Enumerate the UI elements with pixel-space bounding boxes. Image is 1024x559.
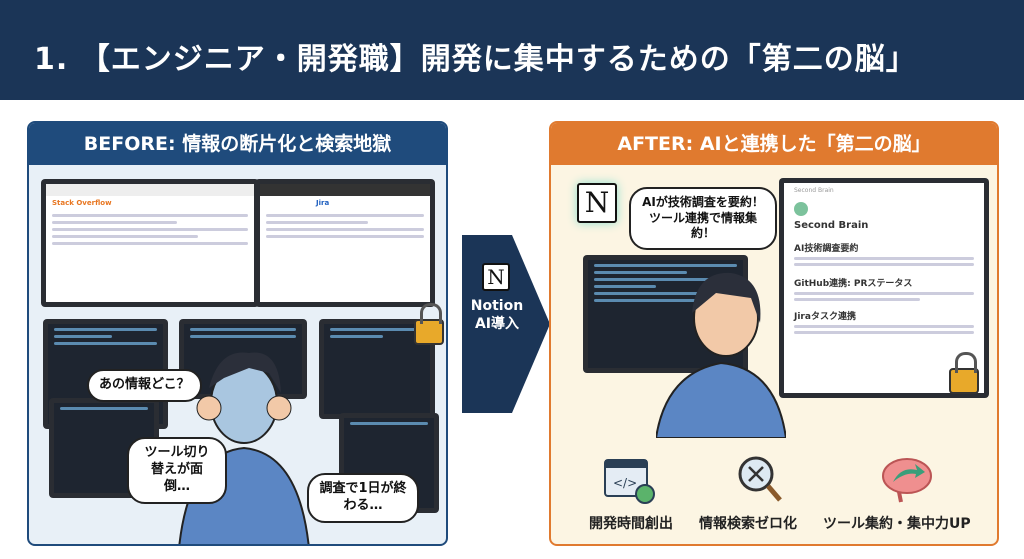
- notion-section-ai-summary[interactable]: AI技術調査要約: [794, 244, 859, 254]
- speech-bubble-where: あの情報どこ？: [87, 369, 202, 402]
- search-x-icon: [738, 456, 782, 502]
- speech-bubble-switching: ツール切り替えが面倒…: [127, 437, 227, 504]
- benefit-focus-up: ツール集約・集中力UP: [823, 516, 971, 532]
- notion-monitor: Second Brain Second Brain AI技術調査要約 GitHu…: [779, 178, 989, 398]
- notion-section-github[interactable]: GitHub連携: PRステータス: [794, 279, 913, 289]
- before-panel: BEFORE: 情報の断片化と検索地獄 Stack Overflow Jira …: [27, 121, 448, 546]
- after-title: AFTER: AIと連携した「第二の脳」: [551, 123, 997, 165]
- notion-page-title: Second Brain: [794, 220, 869, 231]
- unlocked-lock-icon: [949, 352, 979, 394]
- code-clock-icon: </>: [604, 459, 655, 504]
- arrow-label: Notion AI導入: [470, 298, 524, 333]
- svg-text:</>: </>: [613, 476, 637, 490]
- after-panel: AFTER: AIと連携した「第二の脳」 N AIが技術調査を要約！ツール連携で…: [549, 121, 999, 546]
- code-monitor: [319, 319, 435, 419]
- before-title: BEFORE: 情報の断片化と検索地獄: [29, 123, 446, 165]
- benefit-search-zero: 情報検索ゼロ化: [699, 516, 797, 532]
- browser-page-title: Stack Overflow: [52, 199, 112, 207]
- browser-monitor: Stack Overflow: [41, 179, 259, 307]
- jira-title: Jira: [316, 199, 330, 207]
- notion-logo-icon: N: [577, 183, 617, 223]
- jira-monitor: Jira: [255, 179, 435, 307]
- notion-breadcrumb: Second Brain: [794, 187, 834, 194]
- lock-icon: [414, 303, 444, 345]
- notion-logo-icon: N: [482, 263, 510, 291]
- speech-bubble-research: 調査で1日が終わる…: [307, 473, 419, 523]
- transition-arrow: N Notion AI導入: [462, 235, 552, 413]
- page-title: 1. 【エンジニア・開発職】開発に集中するための「第二の脳」: [0, 0, 1024, 100]
- focused-engineer-illustration: [656, 272, 786, 438]
- ai-speech-bubble: AIが技術調査を要約！ツール連携で情報集約！: [629, 187, 777, 250]
- benefit-dev-time: 開発時間創出: [589, 516, 673, 532]
- notion-section-jira[interactable]: Jiraタスク連携: [794, 312, 856, 322]
- brain-arrow-icon: [882, 458, 932, 503]
